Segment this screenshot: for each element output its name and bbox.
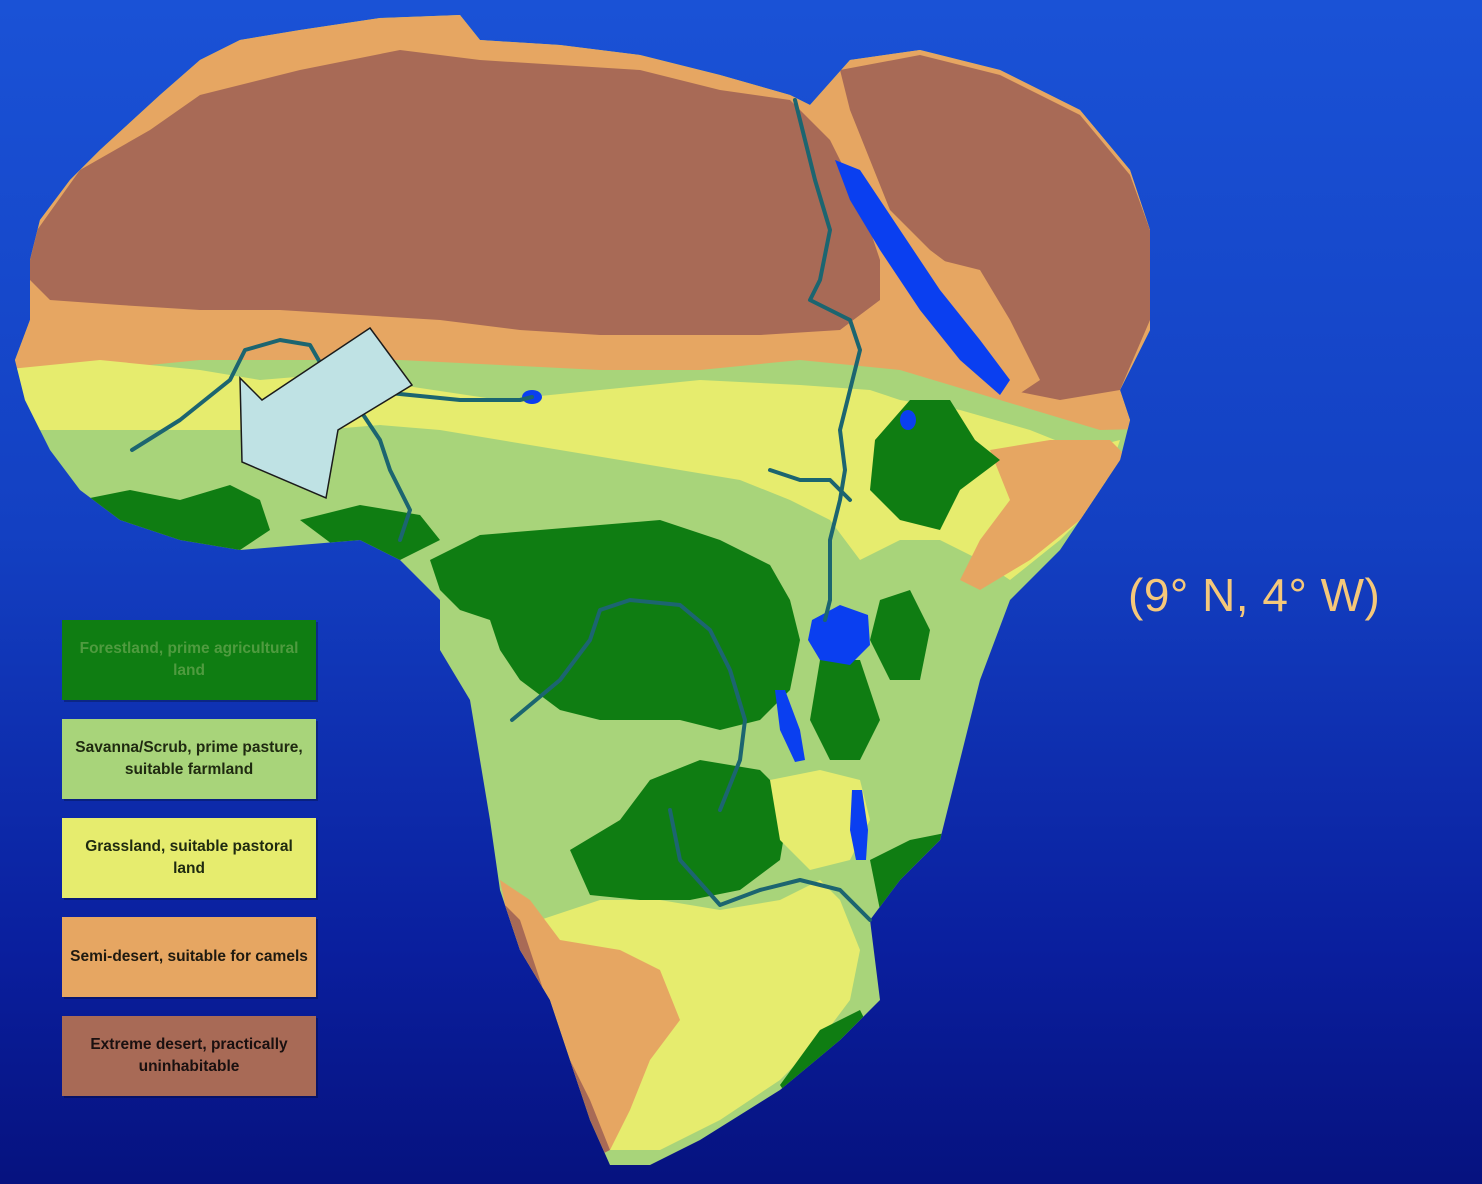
- semi-desert-arabia-coast: [940, 260, 1040, 400]
- forest-congo-region: [430, 520, 800, 730]
- white-nile-tributary: [768, 468, 852, 502]
- semi-desert-horn-region: [960, 440, 1130, 590]
- grassland-zambezi-region: [770, 770, 870, 870]
- location-arrow: [239, 326, 414, 500]
- forest-great-lakes-region: [810, 660, 880, 760]
- legend-item-grassland: Grassland, suitable pastoral land: [62, 818, 316, 898]
- congo-river: [510, 598, 747, 812]
- lake-malawi: [850, 790, 868, 860]
- forest-ethiopia-region: [870, 400, 1000, 530]
- legend-label-grassland: Grassland, suitable pastoral land: [85, 838, 293, 877]
- zambezi-river: [668, 808, 872, 922]
- extreme-desert-sahara-region: [30, 50, 880, 335]
- forest-zambia-region: [570, 760, 790, 900]
- semi-desert-kalahari-region: [500, 880, 680, 1150]
- legend-item-semi-desert: Semi-desert, suitable for camels: [62, 917, 316, 997]
- red-sea: [835, 160, 1010, 395]
- legend-item-extreme-desert: Extreme desert, practically uninhabitabl…: [62, 1016, 316, 1096]
- legend-label-semi-desert: Semi-desert, suitable for camels: [70, 948, 308, 965]
- lake-tana: [900, 410, 916, 430]
- legend-item-savanna: Savanna/Scrub, prime pasture, suitable f…: [62, 719, 316, 799]
- nile-river: [793, 98, 862, 622]
- lake-tanganyika: [775, 690, 805, 762]
- map-legend: Forestland, prime agricultural land Sava…: [62, 620, 318, 1115]
- legend-label-savanna: Savanna/Scrub, prime pasture, suitable f…: [75, 739, 303, 778]
- legend-label-forestland: Forestland, prime agricultural land: [79, 640, 299, 679]
- legend-item-forestland: Forestland, prime agricultural land: [62, 620, 316, 700]
- forest-east-africa-region: [870, 590, 930, 680]
- legend-label-extreme-desert: Extreme desert, practically uninhabitabl…: [90, 1036, 288, 1075]
- coordinate-label: (9° N, 4° W): [1128, 569, 1381, 621]
- extreme-desert-arabia-region: [840, 55, 1150, 400]
